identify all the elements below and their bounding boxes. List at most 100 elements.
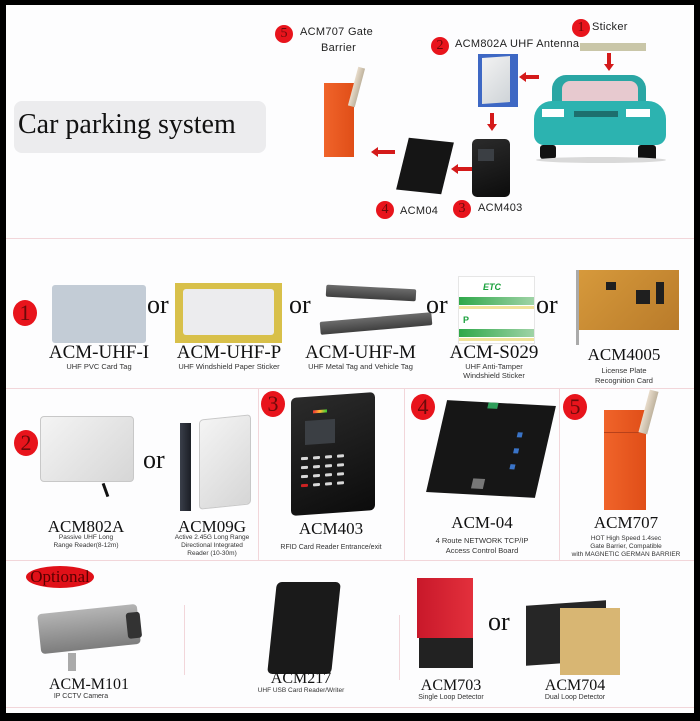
product-model: ACM4005 (587, 345, 661, 364)
product-model: ACM-S029 (449, 342, 539, 363)
product-desc: UHF PVC Card Tag (66, 362, 132, 371)
step-badge-2: 2 (431, 37, 449, 55)
step-badge-3: 3 (453, 200, 471, 218)
step-badge-1: 1 (572, 19, 590, 37)
product-desc-line2: Range Reader(8-12m) (53, 542, 119, 549)
product-desc: UHF Windshield Paper Sticker (178, 362, 280, 371)
product-model: ACM-UHF-M (305, 342, 416, 363)
infographic-canvas: Car parking system 5 ACM707 Gate Barrier… (6, 5, 694, 713)
arrow-car-to-antenna (519, 72, 539, 82)
uhf-paper-sticker-image (175, 283, 282, 343)
product-desc-line2: Recognition Card (595, 376, 653, 385)
product-desc: Dual Loop Detector (544, 694, 606, 701)
product-model: ACM707 (593, 513, 659, 532)
product-model: ACM802A (47, 517, 125, 536)
product-desc-line3: with MAGNETIC GERMAN BARRIER (571, 551, 681, 558)
single-loop-detector-image (417, 578, 473, 638)
column-divider (184, 605, 185, 675)
step-4-label: ACM04 (400, 205, 439, 217)
acm802a-antenna-image (40, 416, 134, 482)
gate-barrier-image (324, 83, 354, 157)
arrow-to-barrier (371, 147, 395, 157)
etc-sticker-image: ETC P (458, 276, 535, 344)
step-badge-5: 5 (275, 25, 293, 43)
arrow-sticker-to-car (604, 53, 614, 71)
product-model: ACM217 (270, 670, 332, 687)
column-divider (399, 615, 400, 680)
section-divider (6, 388, 694, 389)
product-desc-line1: Passive UHF Long (58, 534, 114, 541)
or-separator: or (536, 290, 558, 319)
step-badge-4: 4 (376, 201, 394, 219)
product-desc-line1: UHF Anti-Tamper (465, 362, 523, 371)
product-model: ACM703 (420, 677, 482, 694)
section-badge-5: 5 (563, 394, 587, 420)
product-model: ACM704 (544, 677, 606, 694)
step-5-label-line2: Barrier (321, 42, 357, 54)
section-divider (6, 238, 694, 239)
dual-loop-detector-front (560, 608, 620, 675)
product-desc-line2: Access Control Board (445, 546, 519, 555)
product-desc: UHF USB Card Reader/Writer (257, 687, 345, 694)
section-divider (6, 707, 694, 708)
uhf-metal-tag-image (325, 284, 417, 302)
column-divider (258, 388, 259, 560)
product-model: ACM-UHF-I (48, 342, 150, 363)
product-desc: IP CCTV Camera (53, 693, 109, 700)
product-model: ACM-M101 (48, 676, 129, 693)
product-desc-line2: Gate Barrier, Compatible (590, 543, 662, 550)
section-divider (6, 560, 694, 561)
or-separator: or (426, 290, 448, 319)
arrow-to-board (451, 164, 473, 174)
single-loop-detector-base (419, 638, 473, 668)
product-model: ACM09G (177, 517, 246, 536)
car-image (526, 73, 674, 165)
step-5-label-line1: ACM707 Gate (300, 26, 374, 38)
product-model: ACM-04 (451, 513, 513, 532)
or-separator: or (143, 445, 165, 474)
product-model: ACM-UHF-P (176, 342, 282, 363)
product-desc-line2: Directional Integrated (181, 542, 243, 549)
product-desc: UHF Metal Tag and Vehicle Tag (308, 362, 413, 371)
product-desc-line3: Reader (10-30m) (187, 550, 237, 557)
step-1-label: Sticker (592, 21, 628, 33)
product-desc-line1: License Plate (601, 366, 647, 375)
product-desc: RFID Card Reader Entrance/exit (280, 544, 382, 551)
title-box (14, 101, 266, 153)
product-desc-line1: HOT High Speed 1.4sec (590, 535, 662, 542)
ip-camera-image (37, 603, 143, 655)
uhf-pvc-card-image (52, 285, 146, 343)
acm09g-antenna-image (199, 414, 251, 510)
acm403-reader-image (291, 392, 375, 516)
or-separator: or (289, 290, 311, 319)
acm04-board-image (396, 137, 454, 195)
step-3-label: ACM403 (478, 202, 523, 214)
section-badge-4: 4 (411, 394, 435, 420)
product-desc: Single Loop Detector (418, 694, 484, 701)
section-badge-3: 3 (261, 391, 285, 417)
section-badge-1: 1 (13, 300, 37, 326)
acm04-board-image (426, 400, 556, 498)
or-separator: or (488, 607, 510, 636)
camera-mount (68, 653, 76, 671)
arrow-antenna-to-reader (487, 113, 497, 131)
product-model: ACM403 (298, 519, 364, 538)
column-divider (404, 388, 405, 560)
or-separator: or (147, 290, 169, 319)
product-desc-line1: 4 Route NETWORK TCP/IP (435, 536, 529, 545)
page-title: Car parking system (18, 109, 236, 140)
optional-badge: Optional (26, 566, 94, 588)
column-divider (559, 388, 560, 560)
mounting-pole (180, 423, 191, 511)
acm403-reader-image (472, 139, 510, 197)
section-badge-2: 2 (14, 430, 38, 456)
sticker-image (580, 43, 646, 51)
usb-card-reader-image (267, 582, 341, 674)
product-desc-line2: Windshield Sticker (463, 371, 525, 380)
antenna-panel-image (478, 54, 518, 107)
license-plate-card-image (576, 270, 679, 345)
uhf-metal-tag-image-2 (319, 312, 433, 335)
antenna-cable (101, 482, 110, 498)
step-2-label: ACM802A UHF Antenna (455, 38, 580, 50)
product-desc-line1: Active 2.45G Long Range (174, 534, 250, 541)
